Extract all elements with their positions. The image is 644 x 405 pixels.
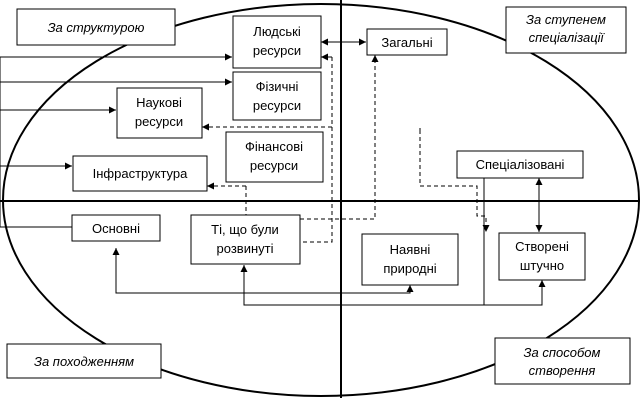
financial-line1: Фінансові: [245, 139, 303, 154]
specialized-label: Спеціалізовані: [476, 157, 565, 172]
box-infrastructure: Інфраструктура: [72, 155, 208, 192]
box-scientific-resources: Наукові ресурси: [116, 87, 203, 139]
category-structure: За структурою: [16, 8, 176, 46]
box-physical-resources: Фізичні ресурси: [232, 71, 322, 121]
dashed-connectors: [202, 53, 490, 243]
category-specialization-line2: спеціалізації: [529, 30, 606, 45]
category-creation: За способом створення: [494, 337, 631, 385]
financial-line2: ресурси: [250, 158, 298, 173]
developed-line1: Ті, що були: [211, 222, 279, 237]
natural-line1: Наявні: [390, 242, 431, 257]
box-general: Загальні: [366, 28, 448, 56]
creation-connectors: [112, 168, 546, 306]
artificial-line2: штучно: [520, 258, 564, 273]
basic-label: Основні: [92, 221, 140, 236]
box-financial-resources: Фінансові ресурси: [225, 131, 324, 183]
human-line1: Людські: [253, 24, 301, 39]
natural-line2: природні: [383, 261, 436, 276]
category-origin-label: За походженням: [34, 354, 134, 369]
physical-line2: ресурси: [253, 98, 301, 113]
box-human-resources: Людські ресурси: [232, 15, 322, 69]
artificial-line1: Створені: [515, 239, 569, 254]
scientific-line2: ресурси: [135, 114, 183, 129]
general-label: Загальні: [381, 35, 432, 50]
physical-line1: Фізичні: [256, 79, 299, 94]
infrastructure-label: Інфраструктура: [93, 166, 189, 181]
box-specialized: Спеціалізовані: [456, 150, 584, 179]
box-natural: Наявні природні: [361, 233, 459, 286]
scientific-line1: Наукові: [136, 95, 182, 110]
box-developed: Ті, що були розвинуті: [190, 214, 301, 265]
box-basic: Основні: [71, 214, 161, 242]
category-creation-line1: За способом: [524, 345, 601, 360]
category-creation-line2: створення: [529, 363, 596, 378]
category-specialization-line1: За ступенем: [526, 12, 606, 27]
structure-connectors: [0, 53, 232, 228]
category-specialization: За ступенем спеціалізації: [505, 6, 627, 54]
category-origin: За походженням: [6, 343, 162, 379]
human-line2: ресурси: [253, 43, 301, 58]
developed-line2: розвинуті: [217, 241, 274, 256]
category-structure-label: За структурою: [48, 20, 145, 35]
box-artificial: Створені штучно: [498, 232, 586, 281]
